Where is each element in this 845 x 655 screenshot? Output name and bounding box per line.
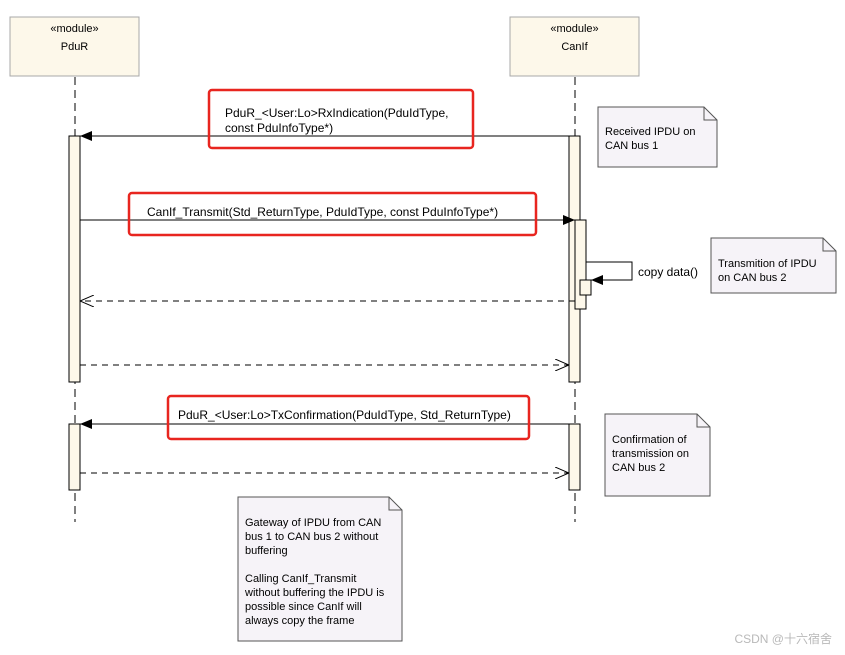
tx-confirmation-label: PduR_<User:Lo>TxConfirmation(PduIdType, … — [178, 408, 511, 422]
highlight-transmit — [127, 191, 538, 237]
rx-indication-label-line1: PduR_<User:Lo>RxIndication(PduIdType, — [225, 106, 448, 120]
note-confirmation: Confirmation of transmission on CAN bus … — [604, 413, 711, 497]
note-transmition: Transmition of IPDU on CAN bus 2 — [710, 237, 837, 294]
canif-name: CanIf — [561, 41, 588, 53]
lifeline-head-canif: «module» CanIf — [509, 16, 640, 77]
copy-data-self-arrow — [586, 261, 633, 285]
note-gateway: Gateway of IPDU from CAN bus 1 to CAN bu… — [237, 496, 403, 642]
note-received-line1: Received IPDU on — [605, 126, 696, 138]
note-gateway-p1-line1: Gateway of IPDU from CAN — [245, 517, 381, 529]
activation-canif-4 — [568, 423, 581, 491]
note-gateway-p2-line1: Calling CanIf_Transmit — [245, 573, 356, 585]
activation-pdur-1 — [68, 135, 81, 383]
pdur-stereotype: «module» — [50, 23, 98, 35]
lifeline-head-pdur: «module» PduR — [9, 16, 140, 77]
canif-stereotype: «module» — [550, 23, 598, 35]
note-transmition-line1: Transmition of IPDU — [718, 258, 817, 270]
pdur-name: PduR — [61, 41, 89, 53]
note-gateway-p2-line3: possible since CanIf will — [245, 601, 362, 613]
note-gateway-p1-line3: buffering — [245, 545, 288, 557]
rx-indication-label-line2: const PduInfoType*) — [225, 121, 333, 135]
note-transmition-line2: on CAN bus 2 — [718, 272, 786, 284]
note-gateway-p2-line4: always copy the frame — [245, 615, 354, 627]
note-received: Received IPDU on CAN bus 1 — [597, 106, 718, 168]
note-received-line2: CAN bus 1 — [605, 140, 658, 152]
highlight-tx-confirmation — [166, 394, 531, 441]
note-gateway-p2-line2: without buffering the IPDU is — [244, 587, 385, 599]
note-confirmation-line2: transmission on — [612, 448, 689, 460]
watermark: CSDN @十六宿舍 — [734, 631, 832, 646]
note-gateway-p1-line2: bus 1 to CAN bus 2 without — [245, 531, 378, 543]
activation-canif-2 — [574, 219, 587, 310]
highlight-rx-indication — [207, 88, 475, 150]
note-confirmation-line3: CAN bus 2 — [612, 462, 665, 474]
activation-canif-3 — [579, 279, 592, 296]
note-confirmation-line1: Confirmation of — [612, 434, 688, 446]
copy-data-label: copy data() — [638, 265, 698, 279]
activation-pdur-2 — [68, 423, 81, 491]
transmit-label: CanIf_Transmit(Std_ReturnType, PduIdType… — [147, 205, 498, 219]
